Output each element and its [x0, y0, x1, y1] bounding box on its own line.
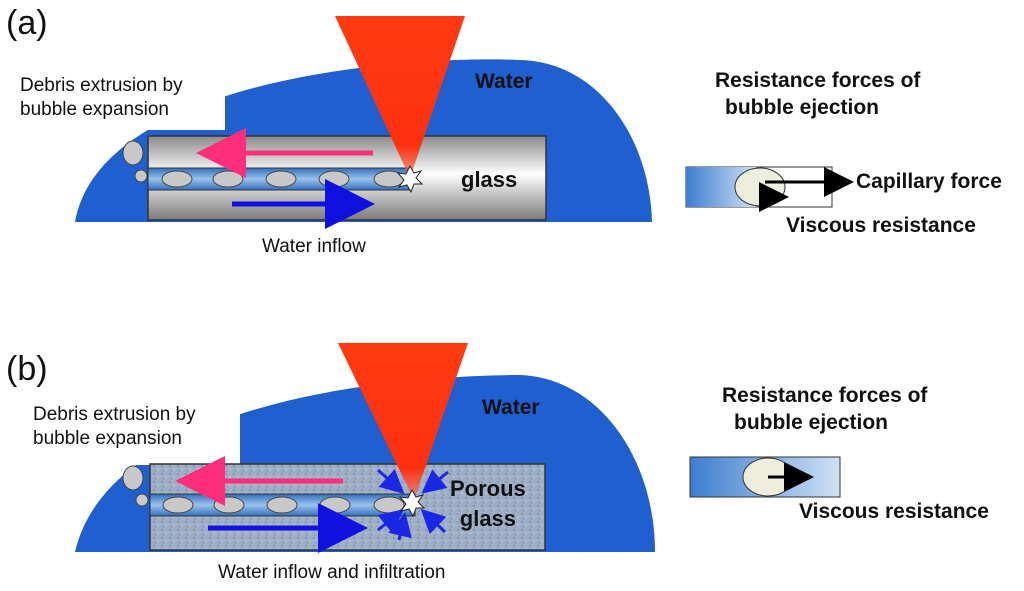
material-label-a: glass [461, 167, 518, 192]
bubbles-a [161, 170, 405, 188]
label-backdrop-b [0, 395, 240, 465]
panel-letter-a: (a) [6, 4, 48, 42]
water-label-a: Water [475, 70, 533, 93]
viscous-label-b: Viscous resistance [799, 500, 989, 523]
panel-letter-b: (b) [6, 350, 48, 388]
resistance-title-a-line1: Resistance forces of [715, 69, 921, 92]
laser-beam-a [335, 16, 465, 178]
capillary-label-a: Capillary force [856, 170, 1002, 193]
resistance-title-a-line2: bubble ejection [725, 96, 880, 119]
debris-label-b-line2: bubble expansion [33, 428, 182, 449]
inflow-label-a: Water inflow [262, 236, 366, 257]
debris-particles-a [122, 140, 148, 183]
label-backdrop-a [0, 60, 225, 130]
debris-particles-b [122, 465, 149, 507]
debris-label-a: Debris extrusion by bubble expansion [20, 74, 183, 122]
resistance-title-b-line1: Resistance forces of [722, 384, 928, 407]
material-label-b-line2: glass [459, 506, 517, 531]
inflow-label-b: Water inflow and infiltration [218, 562, 446, 583]
infiltration-arrows-b [376, 468, 449, 541]
panel-a [0, 16, 652, 229]
focal-spark-a [396, 164, 424, 194]
debris-label-a-line1: Debris extrusion by [20, 75, 183, 96]
viscous-label-a: Viscous resistance [786, 214, 976, 237]
resistance-title-b: Resistance forces of bubble ejection [722, 382, 927, 436]
bubble-a [734, 167, 786, 207]
resistance-title-b-line2: bubble ejection [734, 411, 889, 434]
schematic-a [685, 166, 854, 212]
water-label-b: Water [482, 396, 540, 419]
panel-b [0, 343, 655, 553]
focal-spark-b [398, 488, 426, 518]
material-label-b-line1: Porous [450, 476, 526, 501]
debris-label-a-line2: bubble expansion [20, 99, 169, 120]
laser-beam-b [338, 343, 468, 500]
schematic-b [689, 456, 841, 498]
resistance-title-a: Resistance forces of bubble ejection [715, 67, 920, 121]
debris-label-b: Debris extrusion by bubble expansion [33, 403, 196, 451]
debris-label-b-line1: Debris extrusion by [33, 404, 196, 425]
material-label-b: Porous glass [450, 474, 526, 534]
